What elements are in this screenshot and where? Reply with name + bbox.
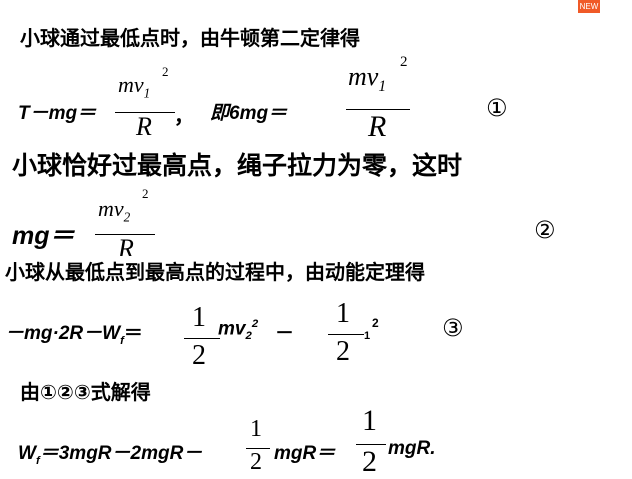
eq3-term1-sub: 2 xyxy=(245,330,252,343)
eq1-numerator: mv1 xyxy=(118,72,150,101)
eq4-w: W xyxy=(18,443,36,464)
eq3-f2-num: 1 xyxy=(336,298,350,329)
eq2-num-text: mv xyxy=(98,196,124,221)
eq3-minus: － xyxy=(275,323,295,344)
eq1-fraction-bar-2 xyxy=(346,109,410,110)
eq4-mid2: mgR＝ xyxy=(274,443,336,464)
eq3-f1-den: 2 xyxy=(192,340,206,371)
eq3-lhs: －mg·2R－Wf＝ xyxy=(5,318,143,347)
eq2-denominator: R xyxy=(118,234,134,256)
eq1-num2-sup: 2 xyxy=(400,54,408,70)
eq3-equals: ＝ xyxy=(123,323,143,344)
eq2-num-sup: 2 xyxy=(142,186,149,201)
eq3-f1-bar xyxy=(184,338,220,339)
eq4-lhs: Wf＝3mgR－2mgR－ xyxy=(18,438,202,467)
new-badge: NEW xyxy=(578,0,600,13)
eq1-num-text: mv xyxy=(118,72,144,97)
eq3-term2-sub: 1 xyxy=(364,330,371,342)
eq3-f1-num: 1 xyxy=(192,302,206,333)
eq4-f1-den: 2 xyxy=(250,449,262,475)
eq3-term1-sup: 2 xyxy=(251,318,259,330)
text-line-lowest-point: 小球通过最低点时，由牛顿第二定律得 xyxy=(20,26,360,50)
eq4-end: mgR. xyxy=(388,438,436,459)
eq1-num2-text: mv xyxy=(348,62,379,91)
eq4-w-sub: f xyxy=(35,454,40,467)
eq4-f2-den: 2 xyxy=(362,445,377,478)
text-line-energy-theorem: 小球从最低点到最高点的过程中，由动能定理得 xyxy=(5,260,425,284)
eq3-mark: ③ xyxy=(442,314,464,342)
eq1-numerator-2: mv1 xyxy=(348,62,386,96)
eq3-term2-sup: 2 xyxy=(372,316,379,330)
eq3-f2-bar xyxy=(328,334,364,335)
eq1-comma: ， xyxy=(174,104,194,128)
eq2-numerator: mv2 xyxy=(98,196,130,225)
eq1-denominator: R xyxy=(136,112,152,141)
eq1-mid: 即6mg＝ xyxy=(210,103,288,124)
eq1-fraction-bar xyxy=(115,112,175,113)
eq2-mark: ② xyxy=(534,216,556,244)
eq3-term1-text: mv xyxy=(218,318,246,340)
eq4-f1-num: 1 xyxy=(250,416,262,442)
eq1-denominator-2: R xyxy=(368,110,387,143)
eq1-num-sub: 1 xyxy=(143,85,151,101)
eq3-term1: mv22 xyxy=(218,318,258,342)
eq3-f2-den: 2 xyxy=(336,336,350,367)
eq4-f2-bar xyxy=(356,444,386,445)
eq3-lhs-text: －mg·2R－W xyxy=(5,323,121,344)
eq1-mark: ① xyxy=(486,94,508,122)
eq4-f2-num: 1 xyxy=(362,404,377,437)
text-line-highest-point: 小球恰好过最高点，绳子拉力为零，这时 xyxy=(12,151,463,180)
eq4-mid: ＝3mgR－2mgR－ xyxy=(39,443,203,464)
eq2-num-sub: 2 xyxy=(123,209,131,225)
eq4-f1-bar xyxy=(246,448,270,449)
eq1-lhs: T－mg＝ xyxy=(18,103,97,124)
eq1-num-sup: 2 xyxy=(162,64,169,79)
eq1-num2-sub: 1 xyxy=(378,78,387,96)
eq3-lhs-sub: f xyxy=(120,334,124,347)
eq2-lhs: mg＝ xyxy=(12,222,75,250)
eq2-fraction-bar xyxy=(95,234,155,235)
text-line-solve: 由①②③式解得 xyxy=(20,380,151,404)
